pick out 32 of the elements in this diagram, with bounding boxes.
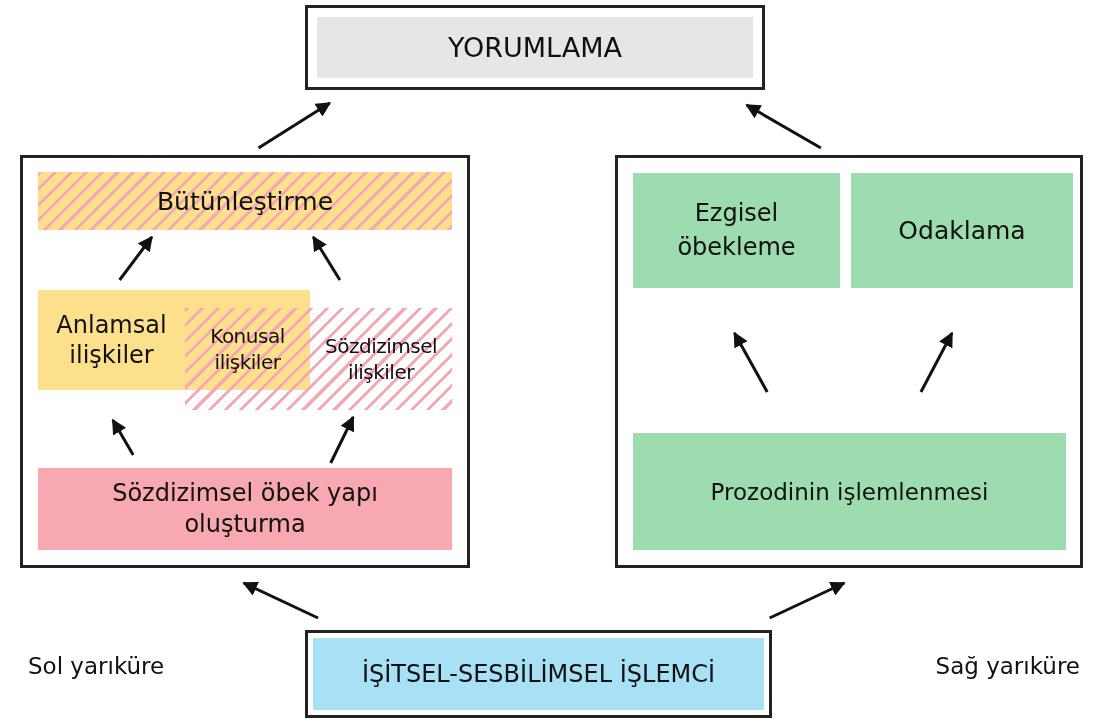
arrow <box>919 331 954 393</box>
node-label: Prozodinin işlemlenmesi <box>710 478 989 505</box>
arrow <box>329 415 355 464</box>
hemisphere-panel <box>20 155 470 568</box>
arrow <box>312 235 342 281</box>
arrow <box>257 101 332 150</box>
node-label: Sözdizimsel öbek yapı oluşturma <box>111 477 379 540</box>
node-label: Konusal ilişkiler <box>209 323 286 375</box>
node-label: Ezgisel öbekleme <box>676 197 797 263</box>
node-label: YORUMLAMA <box>448 32 622 63</box>
input-box <box>305 630 772 718</box>
arrow <box>769 581 846 620</box>
process-box <box>38 172 452 230</box>
process-box <box>633 173 840 288</box>
process-box <box>38 290 310 390</box>
node-label: Anlamsal ilişkiler <box>55 310 168 370</box>
process-box <box>851 173 1073 288</box>
process-box <box>633 433 1066 550</box>
node-label: Bütünleştirme <box>156 186 334 216</box>
arrow <box>111 418 135 456</box>
hemisphere-panel <box>615 155 1083 568</box>
arrow <box>733 331 769 393</box>
process-box <box>38 468 452 550</box>
node-label: Odaklama <box>898 216 1026 245</box>
hemisphere-label: Sağ yarıküre <box>934 653 1080 680</box>
node-label: Sözdizimsel ilişkiler <box>324 333 438 385</box>
arrow <box>242 581 319 620</box>
node-label: İŞİTSEL-SESBİLİMSEL İŞLEMCİ <box>361 659 716 689</box>
hemisphere-label: Sol yarıküre <box>28 653 166 680</box>
arrow <box>745 103 822 150</box>
output-box <box>305 5 765 90</box>
arrow <box>118 235 154 281</box>
